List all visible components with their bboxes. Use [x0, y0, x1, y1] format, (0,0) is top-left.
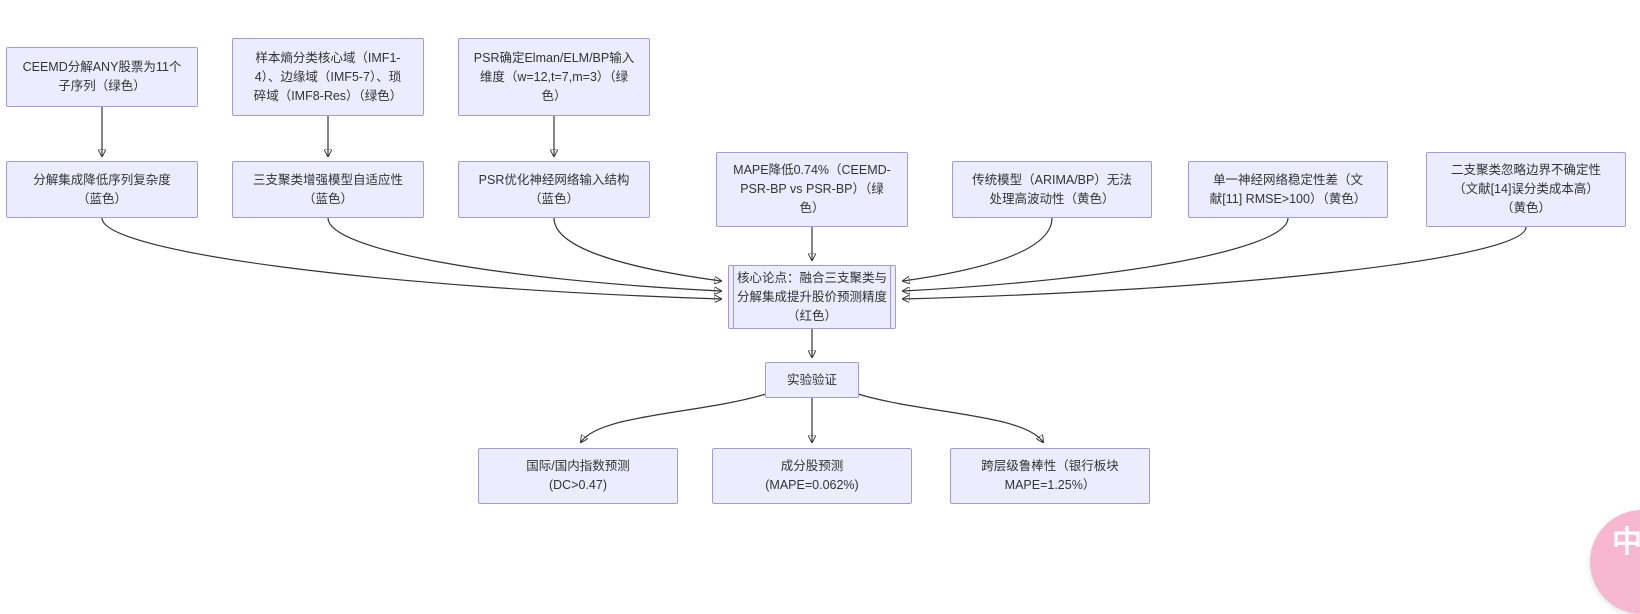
node-mape-improvement: MAPE降低0.74%（CEEMD- PSR-BP vs PSR-BP）（绿 色…: [716, 152, 908, 227]
node-label: 实验验证: [786, 372, 837, 387]
node-single-nn-instability: 单一神经网络稳定性差（文 献[11] RMSE>100）（黄色）: [1188, 161, 1388, 218]
edge-psr-structure-to-core-thesis: [553, 217, 721, 281]
node-traditional-limits: 传统模型（ARIMA/BP）无法 处理高波动性（黄色）: [952, 161, 1152, 218]
node-label: MAPE降低0.74%（CEEMD- PSR-BP vs PSR-BP）（绿 色…: [733, 163, 891, 215]
edge-decomposition-to-core-thesis: [101, 217, 721, 299]
node-label: PSR确定Elman/ELM/BP输入 维度（w=12,t=7,m=3）（绿 色…: [473, 50, 635, 103]
edge-experiment-to-robustness: [857, 393, 1043, 442]
node-label: 国际/国内指数预测 (DC>0.47): [526, 459, 630, 492]
diagram-edges: [0, 107, 1527, 574]
node-three-way-adaptivity: 三支聚类增强模型自适应性 （蓝色）: [232, 161, 424, 218]
node-label: CEEMD分解ANY股票为11个 子序列（绿色）: [22, 60, 182, 93]
edge-two-way-limits-to-core-thesis: [903, 226, 1527, 299]
node-label: 分解集成降低序列复杂度 （蓝色）: [33, 172, 171, 206]
edge-experiment-to-index-prediction: [581, 393, 767, 442]
node-experiment: 实验验证: [765, 362, 859, 398]
edge-traditional-limits-to-core-thesis: [903, 217, 1053, 281]
flowchart-canvas: CEEMD分解ANY股票为11个 子序列（绿色） 样本熵分类核心域（IMF1- 4…: [0, 38, 1640, 614]
node-label: 成分股预测 (MAPE=0.062%): [765, 459, 859, 492]
node-label: PSR优化神经网络输入结构 （蓝色）: [478, 172, 630, 206]
node-robustness: 跨层级鲁棒性（银行板块 MAPE=1.25%）: [950, 448, 1150, 504]
node-index-prediction: 国际/国内指数预测 (DC>0.47): [478, 448, 678, 504]
node-two-way-limits: 二支聚类忽略边界不确定性 （文献[14]误分类成本高） （黄色）: [1426, 152, 1626, 227]
node-decomposition: 分解集成降低序列复杂度 （蓝色）: [6, 161, 198, 218]
node-label: 单一神经网络稳定性差（文 献[11] RMSE>100）（黄色）: [1209, 172, 1367, 206]
node-label: 核心论点：融合三支聚类与 分解集成提升股价预测精度 （红色）: [736, 270, 887, 323]
node-psr-structure: PSR优化神经网络输入结构 （蓝色）: [458, 161, 650, 218]
node-label: 三支聚类增强模型自适应性 （蓝色）: [252, 172, 403, 206]
node-label: 跨层级鲁棒性（银行板块 MAPE=1.25%）: [981, 459, 1119, 492]
node-constituent-prediction: 成分股预测 (MAPE=0.062%): [712, 448, 912, 504]
node-ceemd: CEEMD分解ANY股票为11个 子序列（绿色）: [6, 47, 198, 107]
chinese-glyph: 中: [1612, 526, 1640, 559]
edge-three-way-adaptivity-to-core-thesis: [327, 217, 721, 291]
node-label: 二支聚类忽略边界不确定性 （文献[14]误分类成本高） （黄色）: [1450, 163, 1601, 215]
node-psr-input: PSR确定Elman/ELM/BP输入 维度（w=12,t=7,m=3）（绿 色…: [458, 38, 650, 116]
node-core-thesis: 核心论点：融合三支聚类与 分解集成提升股价预测精度 （红色）: [728, 265, 896, 329]
node-label: 传统模型（ARIMA/BP）无法 处理高波动性（黄色）: [972, 172, 1132, 206]
edge-single-nn-instability-to-core-thesis: [903, 217, 1289, 291]
node-sample-entropy: 样本熵分类核心域（IMF1- 4）、边缘域（IMF5-7）、琐 碎域（IMF8-…: [232, 38, 424, 116]
node-label: 样本熵分类核心域（IMF1- 4）、边缘域（IMF5-7）、琐 碎域（IMF8-…: [253, 50, 403, 103]
